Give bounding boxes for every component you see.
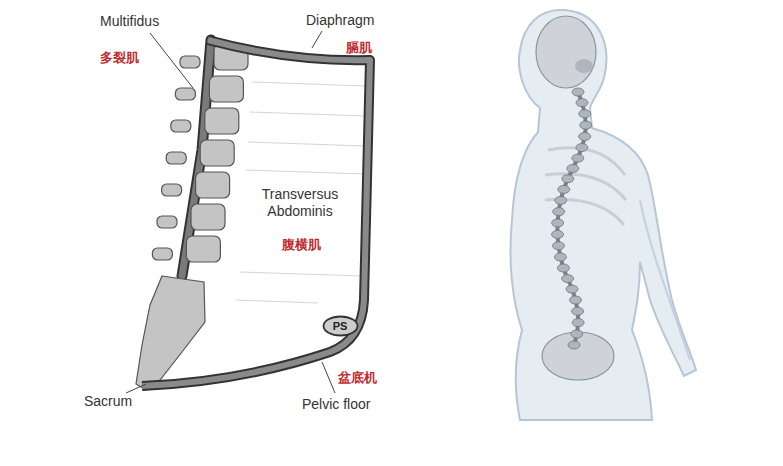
muscle-label-cn: 多裂肌 — [100, 50, 139, 66]
muscle-label-cn: 盆底机 — [338, 370, 377, 386]
muscle-label: Transversus Abdominis — [245, 186, 355, 220]
pubic-symphysis-oval: PS — [322, 315, 359, 337]
vertebrae — [152, 44, 248, 262]
node-label: PS — [322, 320, 359, 332]
muscle-label: Diaphragm — [306, 12, 374, 29]
sacrum-bone — [136, 276, 205, 390]
muscle-wall — [142, 40, 370, 386]
bone-label: Sacrum — [84, 393, 132, 410]
muscle-label: Multifidus — [100, 13, 159, 30]
muscle-label-cn: 膈肌 — [346, 40, 372, 56]
muscle-label-cn: 腹横肌 — [282, 237, 321, 253]
human-figure — [510, 10, 696, 420]
muscle-fibres — [236, 82, 366, 303]
muscle-label: Pelvic floor — [302, 396, 370, 413]
